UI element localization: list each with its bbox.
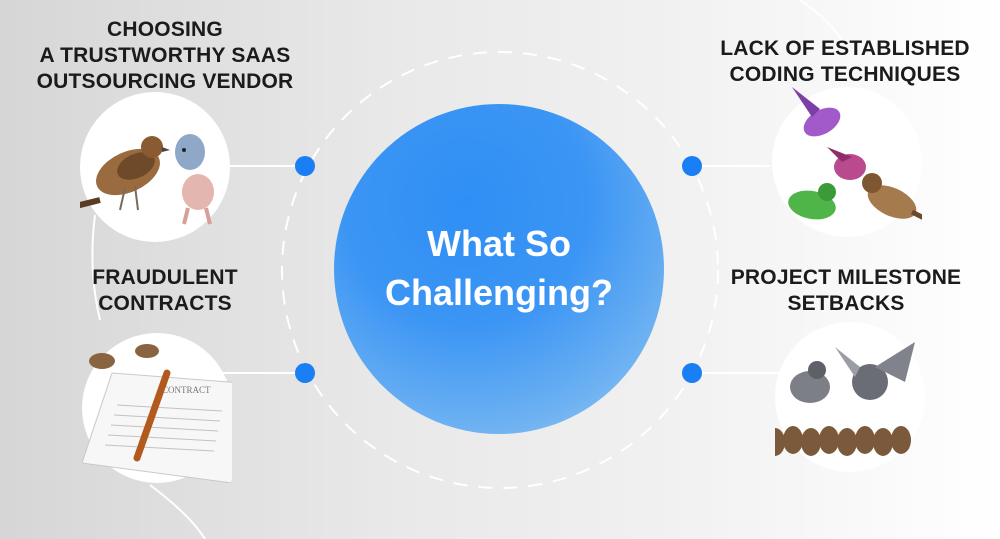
pigeons-and-sparrows-icon bbox=[775, 342, 915, 456]
topic-label-line: PROJECT MILESTONE bbox=[730, 266, 962, 289]
topic-label-line: FRAUDULENT bbox=[92, 266, 238, 289]
sparrow-and-pigeon-icon bbox=[80, 134, 214, 225]
topic-image-contracts: CONTRACT bbox=[82, 333, 232, 483]
central-circle: What So Challenging? bbox=[334, 104, 664, 434]
topic-label-line: A TRUSTWORTHY SAAS bbox=[39, 44, 291, 67]
topic-label-milestones: PROJECT MILESTONE SETBACKS bbox=[696, 265, 996, 317]
topic-image-coding bbox=[772, 87, 922, 237]
arc-right-top bbox=[799, 0, 846, 46]
central-title-line-1: What So bbox=[427, 223, 571, 265]
topic-label-line: CODING TECHNIQUES bbox=[729, 63, 961, 86]
topic-image-milestones bbox=[775, 322, 925, 472]
connector-dot-bottom-left bbox=[295, 363, 315, 383]
contract-heading: CONTRACT bbox=[162, 385, 211, 395]
topic-label-vendor: CHOOSING A TRUSTWORTHY SAAS OUTSOURCING … bbox=[0, 17, 330, 95]
topic-label-line: LACK OF ESTABLISHED bbox=[720, 37, 970, 60]
connector-dot-top-right bbox=[682, 156, 702, 176]
arc-left-mid bbox=[91, 214, 101, 321]
topic-label-contracts: FRAUDULENT CONTRACTS bbox=[30, 265, 300, 317]
topic-label-coding: LACK OF ESTABLISHED CODING TECHNIQUES bbox=[690, 36, 1000, 88]
sparrows-and-contract-icon: CONTRACT bbox=[82, 344, 232, 483]
connector-dot-bottom-right bbox=[682, 363, 702, 383]
central-title: What So Challenging? bbox=[369, 220, 629, 317]
topic-label-line: CHOOSING bbox=[107, 18, 223, 41]
central-title-line-2: Challenging? bbox=[385, 272, 613, 313]
arc-left-bottom bbox=[149, 484, 206, 539]
topic-image-vendor bbox=[80, 92, 230, 242]
topic-label-line: CONTRACTS bbox=[98, 292, 232, 315]
topic-label-line: OUTSOURCING VENDOR bbox=[36, 70, 294, 93]
colorful-birds-icon bbox=[788, 87, 922, 220]
dashed-ring bbox=[281, 51, 719, 489]
topic-label-line: SETBACKS bbox=[787, 292, 905, 315]
connector-dot-top-left bbox=[295, 156, 315, 176]
